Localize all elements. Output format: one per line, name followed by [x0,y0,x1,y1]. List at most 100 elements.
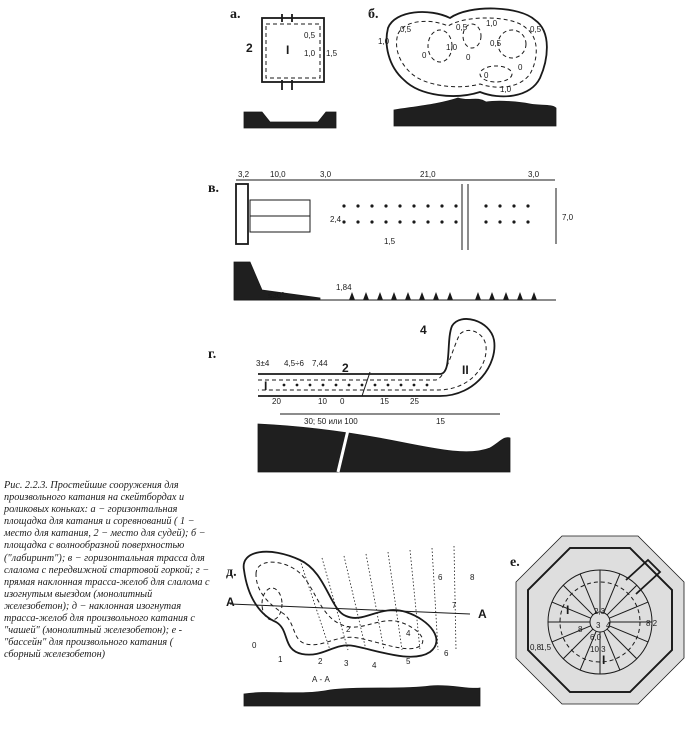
bowl-trough-plan [242,550,438,658]
contour-label: 1,5 [326,49,338,58]
dim-label: 7,0 [562,213,574,222]
contour-number: 0 [252,641,257,650]
bowl [261,587,283,621]
pool-panel-line [609,601,649,619]
cone-dot [334,383,338,387]
cone-dot [347,383,351,387]
dim-label: 4 [606,621,611,630]
panel-e-key: е. [510,555,520,570]
zone-mark: I [264,379,267,393]
dim-label: 7,44 [312,359,328,368]
contour-label: 0,5 [400,25,412,34]
bowl-trough-inner [255,561,424,650]
platform-inner-dashed [265,23,321,79]
contour-label: 1,0 [446,43,458,52]
contour-lines [299,545,457,651]
dim-label: 10,0 [270,170,286,179]
contour-label: 1,0 [486,19,498,28]
track-number: 2 [342,361,349,375]
distance-mark: 10 [318,397,327,406]
label-skating-zone: I [286,43,289,57]
cone-dot [412,220,416,224]
panel-v-key: в. [208,181,219,196]
contour-label: 1,0 [500,85,512,94]
cone-dot [370,220,374,224]
zone-mark: II [462,363,469,377]
platform-entries [281,14,293,90]
cone-dot [342,204,346,208]
cone-dot [356,204,360,208]
slalom-cones-plan [282,383,429,387]
inner-number: 4 [406,629,411,638]
pool-panel-line [606,584,638,616]
cone-dot [440,204,444,208]
labyrinth-mound [427,29,453,63]
contour-label: 0,5 [530,25,542,34]
cone-dot [342,220,346,224]
cone-dot [498,204,502,208]
dim-label: 3,0 [320,170,332,179]
cone-dot [295,383,299,387]
labyrinth-contour [396,17,537,88]
cone-mark [419,292,425,300]
cone-dot [440,220,444,224]
cone-dot [321,383,325,387]
pool-entry [625,558,662,595]
cone-dot [384,220,388,224]
pool-rim [527,547,673,693]
cone-dot [386,383,390,387]
cone-dot [282,383,286,387]
cone-dot [412,383,416,387]
contour-number: 6 [438,573,443,582]
pool-panel-line [562,628,594,660]
labyrinth-mound [462,23,482,49]
start-ramp-wall [235,183,249,245]
section-line [229,603,471,615]
contour-number: 5 [406,657,411,666]
figure-caption: Рис. 2.2.3. Простейшие сооружения для пр… [4,480,210,661]
contour-number: 1 [278,655,283,664]
cone-dot [425,383,429,387]
cone-dot [454,204,458,208]
labyrinth-section [393,97,557,127]
cone-mark [405,292,411,300]
slalom-cones-section [349,292,537,300]
dim-label: 3 [596,621,601,630]
contour-number: 4 [372,661,377,670]
contour-label: 0,5 [456,23,468,32]
ramp-height: 1,84 [336,283,352,292]
contour-label: 0 [422,51,427,60]
break-line [361,371,371,397]
cone-dot [398,220,402,224]
distance-mark: 20 [272,397,281,406]
labyrinth-mound [497,29,527,59]
cone-dot [426,220,430,224]
pool-panel-line [579,573,597,613]
contour-label: 1,0 [378,37,390,46]
trough-section [257,423,511,473]
panel-a-key: а. [230,7,241,22]
contour-line [453,545,457,651]
cone-mark [517,292,523,300]
dim-label: 30; 50 или 100 [304,417,358,426]
pool-panel-line [603,631,621,671]
contour-label: 0 [466,53,471,62]
contour-label: 0,5 [490,39,502,48]
section-break [336,429,350,473]
section-title: А - А [312,675,330,684]
slalom-cones-plan [342,204,530,224]
distance-mark: 15 [380,397,389,406]
cone-dot [398,204,402,208]
dim-label: 3,0 [528,170,540,179]
cone-dot [484,220,488,224]
cone-mark [433,292,439,300]
pool-embankment [515,535,685,705]
contour-line [299,559,331,651]
dim-label: 2,3 [594,607,606,616]
contour-number: 3 [344,659,349,668]
pool-panel-line [562,584,594,616]
platform-outline [261,17,325,83]
cone-mark [531,292,537,300]
dim-label: 2,4 [330,215,342,224]
